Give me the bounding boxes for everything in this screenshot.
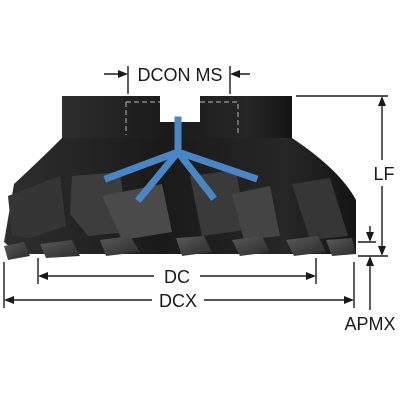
bore-hidden-line (125, 101, 239, 135)
lf-label: LF (373, 164, 394, 184)
coolant-channels (103, 116, 259, 203)
flute-pocket-3 (102, 184, 172, 240)
flute-pocket-5 (232, 186, 280, 240)
dc-label: DC (164, 267, 190, 287)
insert-1 (4, 242, 30, 260)
insert-7 (326, 238, 356, 256)
insert-6 (286, 236, 326, 256)
flute-pocket-1 (8, 176, 66, 238)
insert-2 (40, 240, 80, 258)
apmx-label: APMX (344, 314, 395, 334)
insert-5 (232, 236, 270, 256)
insert-3 (100, 236, 140, 256)
dcx-label: DCX (159, 291, 197, 311)
dcx-dimension: DCX (3, 262, 355, 311)
insert-4 (176, 236, 212, 256)
dcon-dimension: DCON MS (104, 65, 250, 94)
dcon-label: DCON MS (138, 65, 223, 85)
flute-pocket-6 (292, 178, 348, 240)
lf-dimension: LF (296, 95, 395, 257)
dc-dimension: DC (37, 258, 317, 287)
apmx-dimension: APMX (344, 226, 396, 334)
drive-slot (160, 96, 200, 122)
